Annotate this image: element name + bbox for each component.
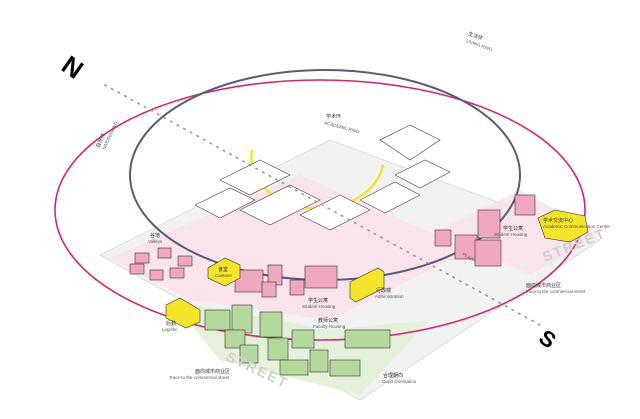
- academic-center-en: Academic Communication Center: [543, 224, 611, 229]
- orientation-en: Good Orientation: [382, 379, 417, 384]
- orientation-cn: 合理朝向: [383, 372, 403, 379]
- commercial-right-cn: 面向城市商业区: [526, 282, 561, 289]
- south-marker: S: [534, 324, 560, 353]
- logistic-en: Logistic: [162, 327, 178, 332]
- canteen-building: [207, 257, 241, 287]
- student-housing-east-en: Student Housing: [494, 232, 528, 237]
- valleys-cn: 谷地: [150, 232, 160, 239]
- student-housing-en: Student Housing: [302, 304, 336, 309]
- student-housing-east-cn: 学生公寓: [503, 225, 523, 232]
- function-labels: 谷地 Valleys 食堂 Canteen 学生公寓 Student Housi…: [148, 217, 611, 384]
- academic-ring-cn: 学术环: [326, 113, 341, 120]
- canteen-en: Canteen: [215, 273, 233, 278]
- commercial-left-en: Face to the commercial street: [170, 375, 230, 380]
- faculty-housing-cn: 教师公寓: [318, 317, 338, 324]
- living-ring: [54, 79, 586, 341]
- north-marker: N: [56, 49, 89, 84]
- plaza-label: PLAZA: [462, 252, 477, 263]
- living-ring-cn: 生活环: [467, 30, 484, 42]
- academic-center-building: [537, 209, 589, 243]
- faculty-housing-en: Faculty Housing: [313, 324, 346, 329]
- commercial-right-en: Face to the commercial street: [526, 289, 586, 294]
- faculty-buildings: [204, 304, 391, 377]
- logistic-cn: 后勤: [166, 320, 176, 327]
- logistic-building: [165, 297, 201, 329]
- valleys-en: Valleys: [148, 239, 163, 244]
- academic-buildings: [194, 124, 451, 231]
- administration-cn: 行政楼: [376, 287, 391, 294]
- student-buildings: [129, 194, 536, 298]
- canteen-cn: 食堂: [218, 266, 228, 273]
- commercial-left-cn: 面向城市商业区: [195, 368, 230, 375]
- student-housing-cn: 学生公寓: [308, 297, 328, 304]
- administration-building: [349, 267, 385, 303]
- academic-ring-en: ACADEMIC RING: [324, 120, 361, 134]
- academic-center-cn: 学术交流中心: [543, 217, 573, 224]
- north-south-axis: [104, 84, 541, 326]
- administration-en: Administration: [375, 294, 404, 299]
